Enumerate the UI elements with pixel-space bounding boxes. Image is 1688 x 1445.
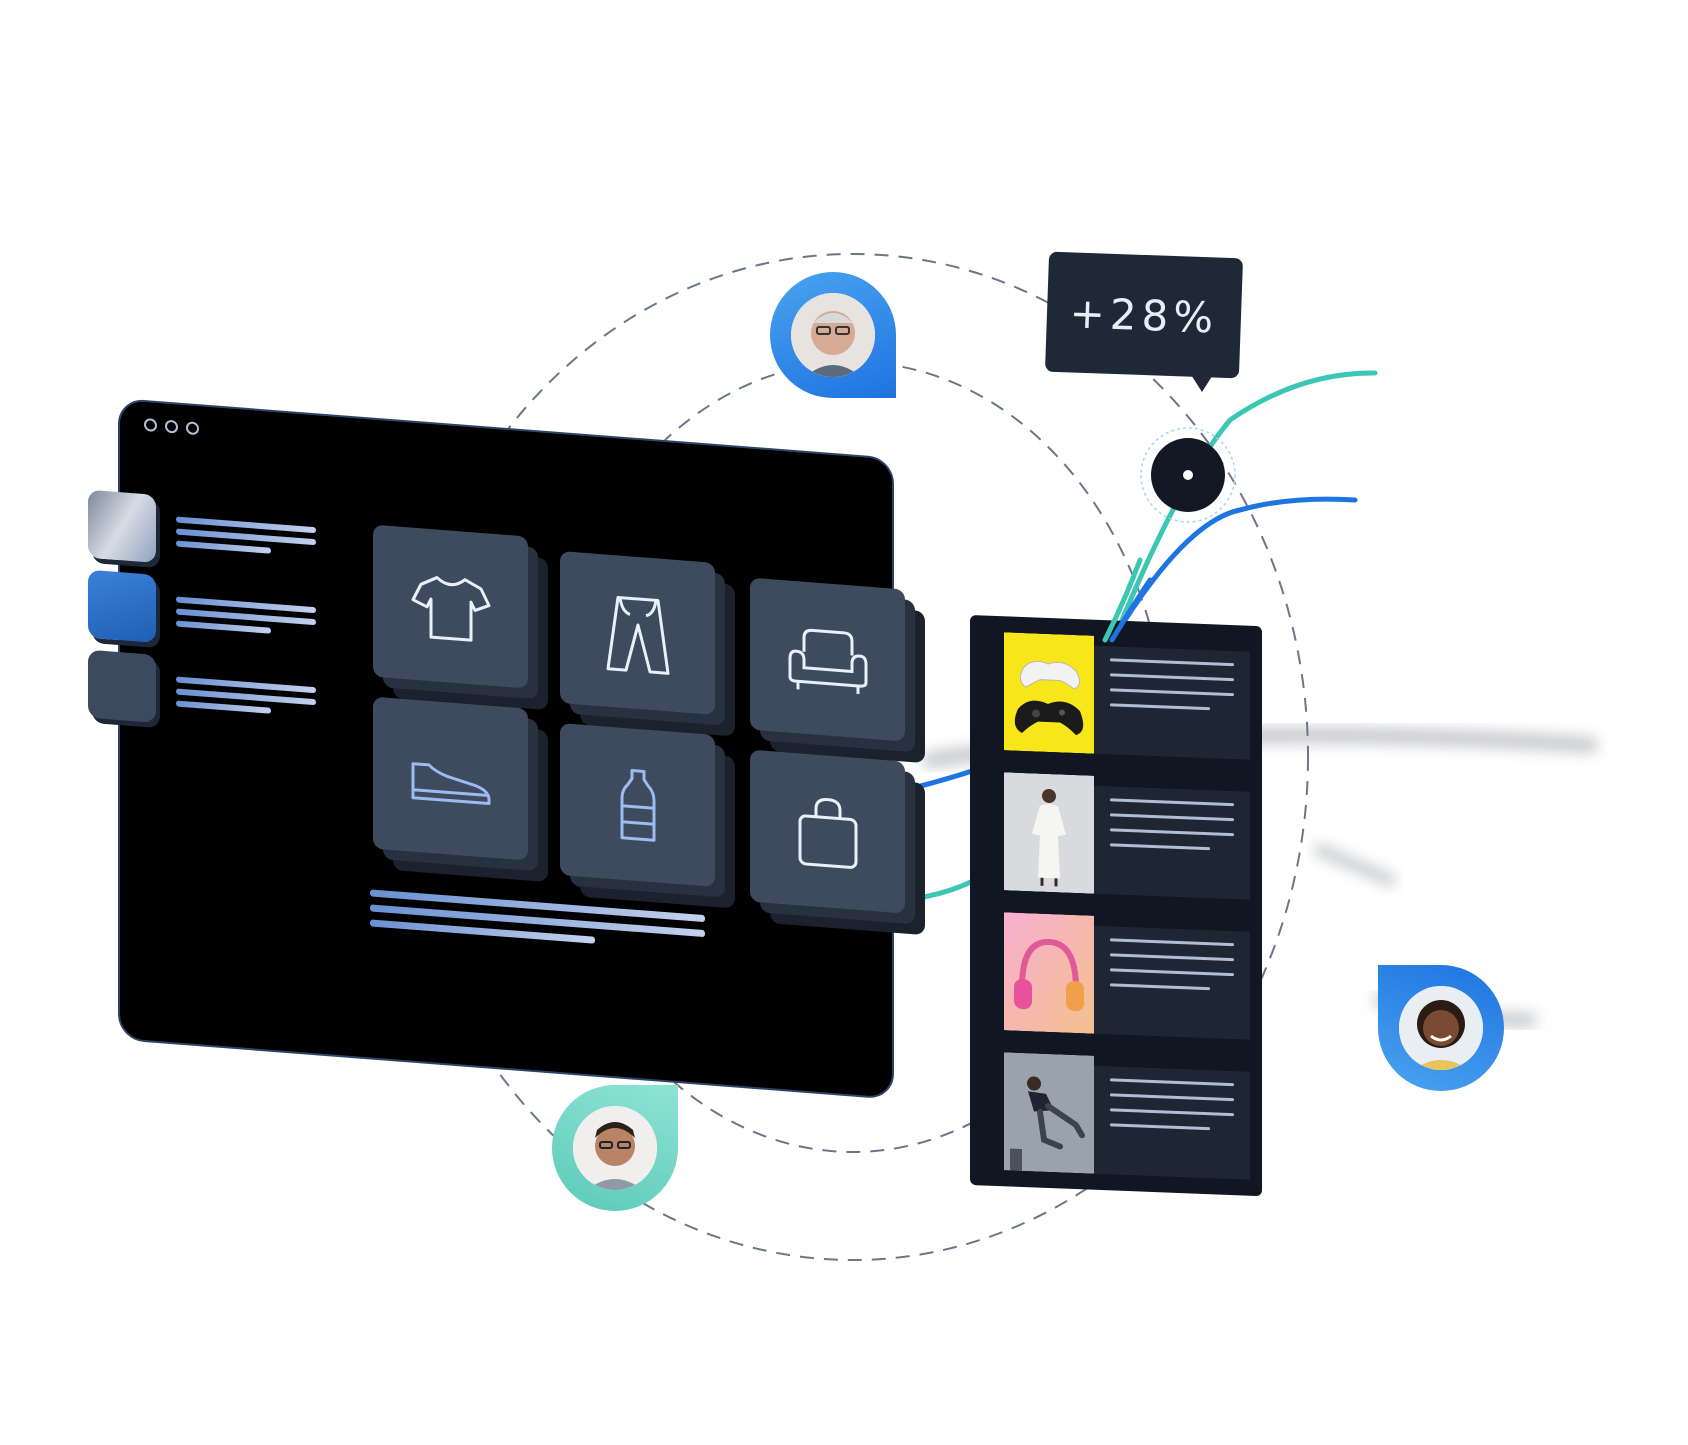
sidebar-item-3[interactable] <box>88 649 316 741</box>
category-tile-tshirt[interactable] <box>373 524 528 689</box>
metric-value: +28% <box>1068 287 1220 343</box>
shopping-bag-icon <box>798 798 857 869</box>
sidebar-item-2[interactable] <box>88 569 316 661</box>
user-pin-top[interactable] <box>770 272 896 398</box>
sofa-icon <box>788 628 867 695</box>
motion-streak <box>1314 844 1396 886</box>
sidebar-item-text <box>176 596 316 643</box>
category-tile-pants[interactable] <box>560 551 715 715</box>
user-avatar-young-man <box>573 1106 657 1190</box>
category-tile-shoe[interactable] <box>373 696 528 861</box>
product-item-details <box>1094 785 1250 900</box>
product-item-details <box>1094 925 1250 1040</box>
bottle-icon <box>620 769 655 842</box>
teal-connector-line <box>1117 370 1378 628</box>
tshirt-icon <box>411 576 490 642</box>
skateboarder-image <box>1004 1052 1094 1174</box>
product-item-details <box>1094 1065 1250 1180</box>
badge-pointer <box>1188 370 1216 392</box>
blue-connector-line <box>1122 496 1358 623</box>
category-thumb-blue <box>88 569 156 643</box>
shop-browser-window <box>88 398 905 1100</box>
user-pin-bottom-left[interactable] <box>552 1085 678 1211</box>
sidebar-item-text <box>176 676 316 723</box>
dashed-orbit-outer <box>397 253 1309 1261</box>
product-list-item[interactable] <box>986 912 1262 1041</box>
window-dot[interactable] <box>186 421 199 436</box>
pants-icon <box>606 595 669 675</box>
category-tile-sofa[interactable] <box>750 577 905 742</box>
sidebar-item-text <box>176 516 316 563</box>
category-grid <box>373 524 905 914</box>
product-item-details <box>1094 645 1250 760</box>
product-list-item[interactable] <box>986 632 1262 761</box>
shoe-icon <box>411 762 490 806</box>
pink-headphones-image <box>1004 912 1094 1034</box>
window-dot[interactable] <box>165 419 178 434</box>
user-avatar-woman <box>1399 986 1483 1070</box>
product-recommendation-list <box>970 615 1262 1197</box>
product-list-item[interactable] <box>986 1052 1262 1181</box>
category-thumb-dark <box>88 649 156 723</box>
sidebar-item-1[interactable] <box>88 489 316 581</box>
category-thumb-gray <box>88 489 156 563</box>
target-ring <box>1140 427 1236 523</box>
user-pin-right[interactable] <box>1378 965 1504 1091</box>
window-dot[interactable] <box>144 418 157 433</box>
conversion-metric-badge: +28% <box>1044 251 1244 379</box>
category-tile-shopping-bag[interactable] <box>750 749 905 914</box>
user-avatar-older-man <box>791 293 875 377</box>
product-list-item[interactable] <box>986 772 1262 901</box>
category-tile-bottle[interactable] <box>560 723 715 887</box>
window-controls <box>144 418 199 436</box>
woman-white-dress-image <box>1004 772 1094 894</box>
game-controllers-image <box>1004 632 1094 754</box>
